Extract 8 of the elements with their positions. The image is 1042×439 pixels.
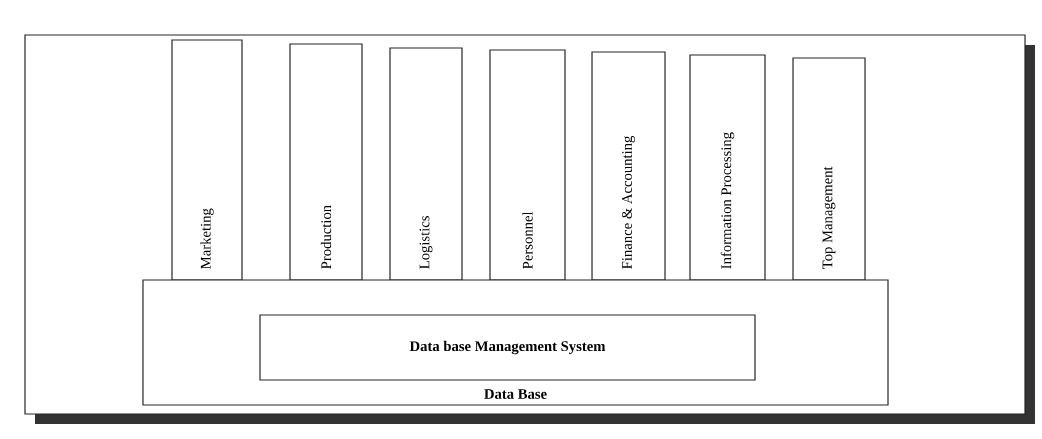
department-box: Production — [289, 43, 363, 281]
department-box: Personnel — [489, 49, 566, 281]
dbms-box: Data base Management System — [259, 314, 756, 381]
department-box: Top Management — [792, 57, 866, 281]
department-box: Marketing — [171, 39, 243, 281]
department-box: Finance & Accounting — [591, 51, 666, 281]
department-box: Logistics — [389, 47, 463, 281]
department-box: Information Processing — [689, 54, 766, 281]
